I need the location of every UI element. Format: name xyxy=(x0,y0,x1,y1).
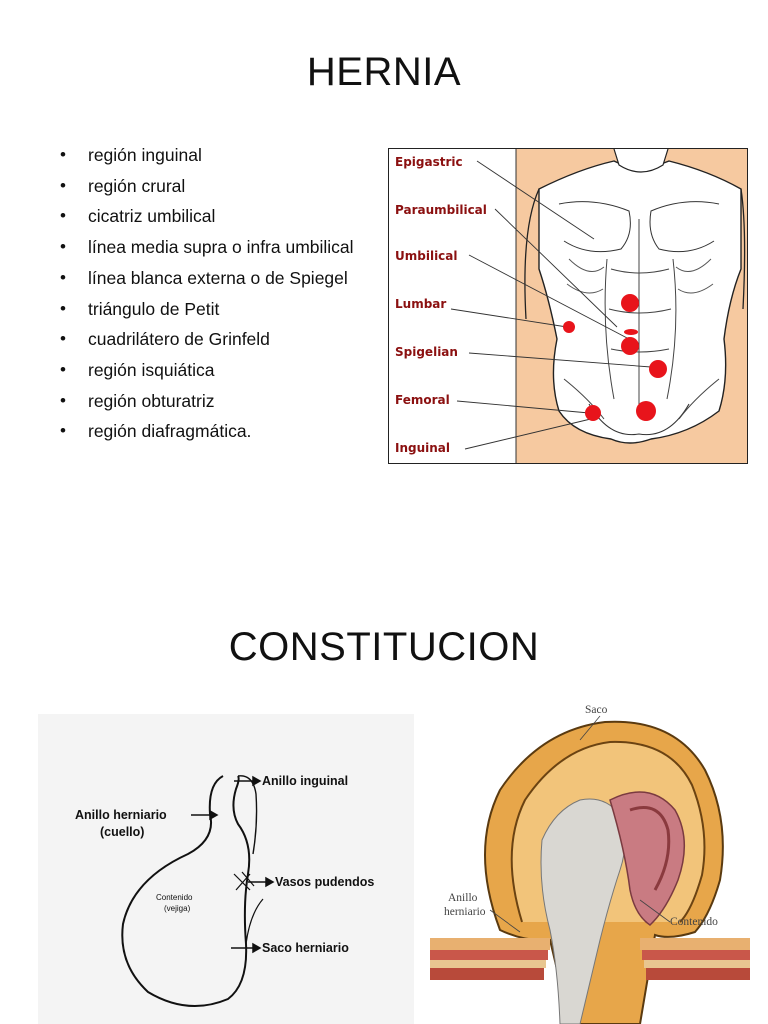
femoral-dot xyxy=(585,405,601,421)
hernia-locations-list: región inguinal región crural cicatriz u… xyxy=(60,140,354,447)
hernia-sac-drawing xyxy=(121,775,275,1008)
label-lumbar: Lumbar xyxy=(395,297,447,311)
label-contenido: Contenido xyxy=(156,893,193,902)
slide-constitucion: CONSTITUCION xyxy=(0,580,768,1024)
list-item: cicatriz umbilical xyxy=(60,201,354,232)
label-cuello: (cuello) xyxy=(100,825,145,839)
umbilical-lower-dot xyxy=(621,337,639,355)
label-saco: Saco xyxy=(585,704,608,716)
label-paraumbilical: Paraumbilical xyxy=(395,203,487,217)
hernia-cross-section-illustration: Saco Anillo herniario Contenido xyxy=(430,700,750,1024)
label-anillo-herniario: Anillo herniario xyxy=(75,808,167,822)
label-spigelian: Spigelian xyxy=(395,345,458,359)
hernia-anatomy-drawing xyxy=(430,715,750,1024)
spigelian-dot xyxy=(649,360,667,378)
label-vasos-pudendos: Vasos pudendos xyxy=(275,875,375,889)
umbilical-dot xyxy=(624,329,638,335)
label-inguinal: Inguinal xyxy=(395,441,451,455)
hernia-sites-figure: Epigastric Paraumbilical Umbilical Lumba… xyxy=(388,148,748,464)
list-item: región crural xyxy=(60,171,354,202)
label-saco-herniario: Saco herniario xyxy=(262,941,349,955)
list-item: línea blanca externa o de Spiegel xyxy=(60,263,354,294)
list-item: cuadrilátero de Grinfeld xyxy=(60,324,354,355)
slide-title: CONSTITUCION xyxy=(228,625,540,669)
list-item: línea media supra o infra umbilical xyxy=(60,232,354,263)
slide-hernia: HERNIA región inguinal región crural cic… xyxy=(0,0,768,500)
label-contenido: Contenido xyxy=(670,916,718,928)
label-vejiga: (vejiga) xyxy=(164,904,191,913)
list-item: región inguinal xyxy=(60,140,354,171)
label-anillo-inguinal: Anillo inguinal xyxy=(262,774,349,788)
list-item: región diafragmática. xyxy=(60,416,354,447)
hernia-parts-diagram: Anillo inguinal Anillo herniario (cuello… xyxy=(38,714,414,1024)
inguinal-dot xyxy=(636,401,656,421)
torso-illustration xyxy=(450,149,747,463)
list-item: región isquiática xyxy=(60,355,354,386)
label-femoral: Femoral xyxy=(395,393,450,407)
lumbar-dot xyxy=(563,321,575,333)
slide-title: HERNIA xyxy=(306,50,462,94)
list-item: triángulo de Petit xyxy=(60,294,354,325)
paraumbilical-dot xyxy=(621,294,639,312)
label-epigastric: Epigastric xyxy=(395,155,463,169)
label-herniario: herniario xyxy=(444,906,486,918)
label-umbilical: Umbilical xyxy=(395,249,458,263)
label-anillo: Anillo xyxy=(448,892,478,904)
list-item: región obturatriz xyxy=(60,386,354,417)
